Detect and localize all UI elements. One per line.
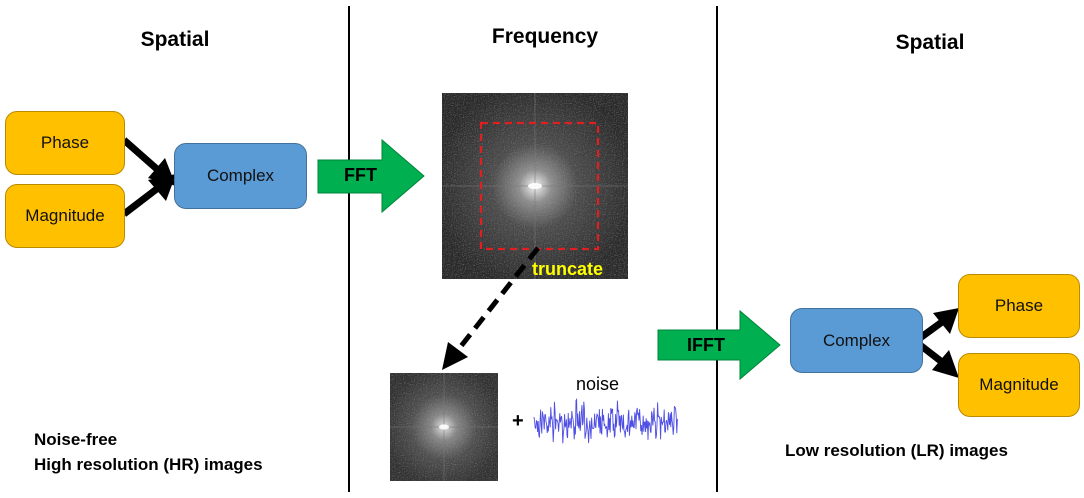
note-noise-free: Noise-free: [34, 430, 118, 449]
phase-box-left: Phase: [5, 111, 125, 175]
complex-box-left: Complex: [174, 143, 307, 209]
heading-spatial-right: Spatial: [895, 31, 965, 54]
divider-left: [348, 6, 350, 492]
note-low-resolution: Low resolution (LR) images: [785, 441, 1008, 460]
magnitude-box-right: Magnitude: [958, 353, 1080, 417]
magnitude-box-left: Magnitude: [5, 184, 125, 248]
fft-arrow: [317, 138, 425, 214]
heading-spatial-left: Spatial: [140, 28, 210, 51]
plus-sign: +: [512, 410, 524, 432]
ifft-label: IFFT: [687, 335, 725, 355]
fft-label: FFT: [344, 165, 377, 185]
truncate-box: [479, 121, 600, 251]
phase-box-right: Phase: [958, 274, 1080, 338]
truncate-label: truncate: [532, 259, 603, 279]
noise-waveform: [533, 398, 678, 444]
ifft-arrow: [657, 309, 781, 381]
heading-frequency: Frequency: [491, 25, 599, 48]
divider-right: [716, 6, 718, 492]
complex-box-right: Complex: [790, 308, 923, 373]
arrow-complex-to-magnitude: [917, 342, 959, 378]
arrow-complex-to-phase: [917, 308, 959, 341]
note-high-resolution: High resolution (HR) images: [34, 455, 263, 474]
noise-label: noise: [576, 374, 619, 394]
dashed-arrow-down: [442, 246, 540, 370]
arrow-magnitude-to-complex: [121, 174, 176, 217]
kspace-truncated-image: [390, 373, 498, 481]
